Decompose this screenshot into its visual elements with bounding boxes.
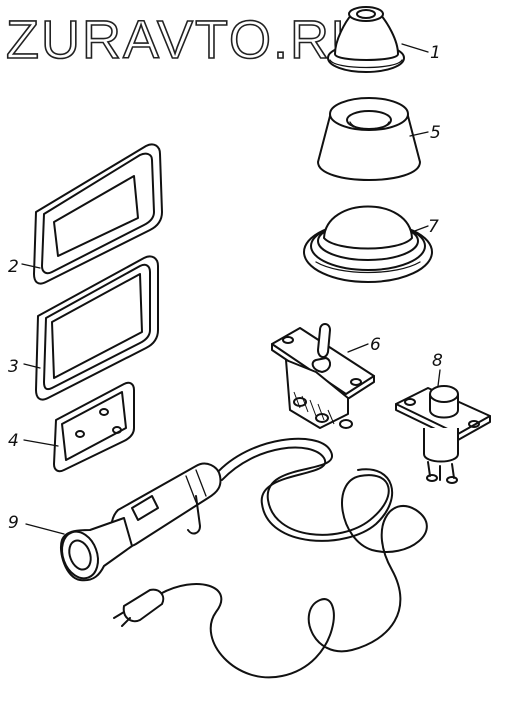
leader-6 — [347, 343, 369, 353]
leader-8 — [437, 369, 441, 387]
leader-1 — [401, 43, 429, 53]
label-part-4: 4 — [8, 431, 19, 451]
leader-2 — [21, 263, 41, 269]
part-4-plate — [53, 381, 135, 473]
part-5-conical-cap — [317, 97, 421, 181]
part-9-inspection-lamp — [60, 437, 428, 679]
label-part-2: 2 — [8, 257, 19, 277]
leader-7 — [411, 225, 429, 233]
label-part-7: 7 — [428, 217, 439, 237]
leader-3 — [23, 363, 41, 369]
part-2-gasket — [33, 143, 163, 285]
leader-9 — [25, 523, 65, 535]
part-6-toggle-switch — [271, 323, 375, 429]
part-3-gasket — [35, 255, 159, 401]
leader-4 — [23, 439, 59, 447]
part-8-push-button — [395, 385, 491, 484]
label-part-1: 1 — [430, 43, 441, 63]
watermark-text: ZURAVTO.RU — [6, 10, 372, 70]
leader-5 — [409, 131, 429, 137]
label-part-5: 5 — [430, 123, 441, 143]
part-1-small-cap — [327, 6, 405, 73]
label-part-6: 6 — [370, 335, 381, 355]
label-part-8: 8 — [432, 351, 443, 371]
label-part-3: 3 — [8, 357, 19, 377]
label-part-9: 9 — [8, 513, 19, 533]
part-7-dome-cap — [303, 205, 433, 283]
